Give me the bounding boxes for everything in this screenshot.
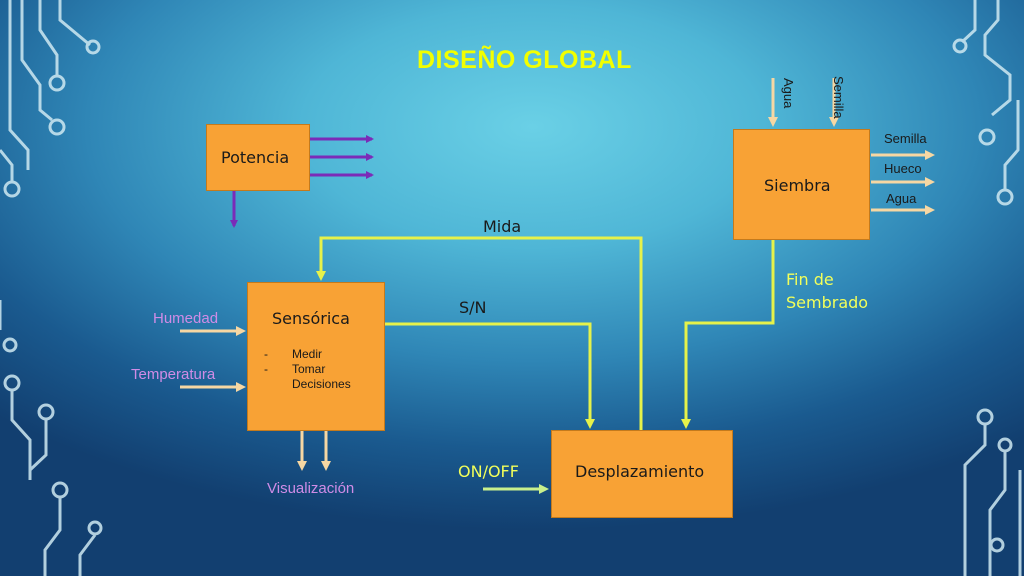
sn-label: S/N [459,298,487,317]
sensorica-block [247,282,385,431]
humedad-label: Humedad [153,310,219,327]
mida-label: Mida [483,217,522,236]
semilla-input-label: Semilla [831,76,846,119]
task-bullet: - [264,347,268,361]
hueco-output-label: Hueco [884,161,922,176]
desplazamiento-label: Desplazamiento [575,462,705,481]
potencia-label: Potencia [221,148,290,167]
fin-de-label: Fin de [786,270,834,289]
task-text: Medir [292,347,323,361]
sembrado-label: Sembrado [786,293,869,312]
fin-de-sembrado-connector [681,240,775,429]
agua-output-label: Agua [886,191,917,206]
temperatura-label: Temperatura [131,366,216,383]
task-bullet: - [264,362,268,376]
task-item: - Medir [264,347,351,362]
sn-connector [385,322,595,429]
sensorica-task-list: - Medir - Tomar Decisiones [264,347,351,392]
task-item: - Tomar [264,362,351,377]
potencia-block [206,124,310,191]
task-item: Decisiones [264,377,351,392]
slide-title: DISEÑO GLOBAL [417,46,632,74]
mida-connector [316,236,643,430]
sensorica-label: Sensórica [272,309,350,328]
semilla-output-label: Semilla [884,131,927,146]
desplazamiento-block [551,430,733,518]
visualizacion-label: Visualización [267,480,355,497]
on-off-label: ON/OFF [458,462,519,481]
agua-input-label: Agua [781,78,796,109]
task-bullet [264,377,292,392]
siembra-label: Siembra [764,176,831,195]
task-text: Decisiones [292,377,351,391]
task-text: Tomar [292,362,326,376]
siembra-block [733,129,870,240]
